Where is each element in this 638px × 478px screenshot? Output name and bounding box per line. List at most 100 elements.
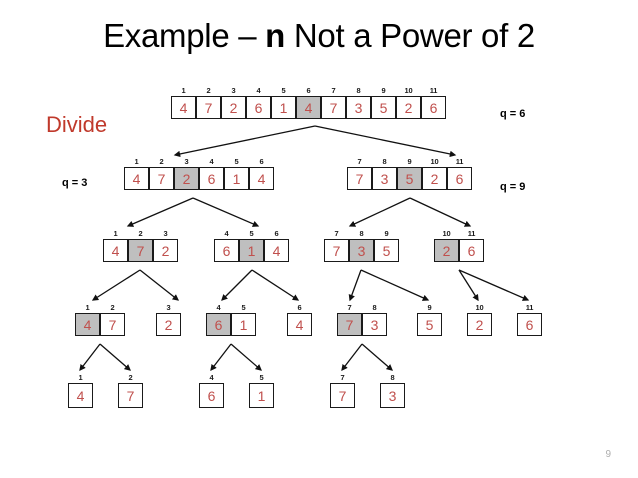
cell-index: 4 (209, 157, 214, 166)
cell-index: 8 (382, 157, 387, 166)
cell-value: 7 (324, 239, 349, 262)
q-right-label: q = 9 (500, 181, 526, 193)
cell-index: 8 (356, 86, 361, 95)
cell-index: 8 (390, 373, 395, 382)
cell-value: 2 (467, 313, 492, 336)
cell-value: 6 (199, 167, 224, 190)
cell-value: 7 (337, 313, 362, 336)
cell-value: 2 (174, 167, 199, 190)
cell-value: 2 (153, 239, 178, 262)
cell-value: 7 (128, 239, 153, 262)
split-1-3-arrow (139, 269, 180, 301)
cell-index: 6 (306, 86, 311, 95)
cell-index: 11 (455, 157, 464, 166)
slide-number: 9 (605, 449, 611, 460)
cell-index: 9 (407, 157, 412, 166)
cell-index: 3 (184, 157, 189, 166)
cell-value: 6 (421, 96, 446, 119)
split-4-5-arrow (210, 343, 232, 372)
cell-value: 1 (231, 313, 256, 336)
split-4-5-arrow (230, 343, 262, 371)
cell-value: 2 (422, 167, 447, 190)
cell-value: 7 (100, 313, 125, 336)
split-7-9-arrow (348, 269, 362, 302)
cell-index: 7 (334, 229, 339, 238)
cell-index: 5 (249, 229, 254, 238)
cell-index: 6 (259, 157, 264, 166)
cell-value: 2 (156, 313, 181, 336)
cell-index: 3 (163, 229, 168, 238)
cell-value: 7 (196, 96, 221, 119)
cell-index: 4 (209, 373, 214, 382)
cell-value: 5 (397, 167, 422, 190)
title-prefix: Example – (103, 17, 266, 54)
cell-value: 3 (346, 96, 371, 119)
cell-index: 6 (297, 303, 302, 312)
cell-value: 6 (214, 239, 239, 262)
cell-value: 4 (103, 239, 128, 262)
cell-index: 7 (347, 303, 352, 312)
cell-index: 8 (359, 229, 364, 238)
cell-value: 5 (417, 313, 442, 336)
cell-index: 1 (134, 157, 139, 166)
cell-value: 3 (372, 167, 397, 190)
cell-index: 1 (78, 373, 83, 382)
cell-value: 1 (239, 239, 264, 262)
split-1-2-arrow (99, 343, 131, 371)
cell-index: 5 (259, 373, 264, 382)
cell-value: 7 (118, 383, 143, 408)
cell-index: 2 (206, 86, 211, 95)
cell-value: 4 (124, 167, 149, 190)
cell-value: 7 (149, 167, 174, 190)
split-7-11-arrow (348, 197, 411, 227)
cell-value: 6 (517, 313, 542, 336)
page-title: Example – n Not a Power of 2 (0, 16, 638, 56)
cell-index: 10 (430, 157, 439, 166)
split-1-6-arrow (192, 197, 260, 227)
cell-index: 11 (525, 303, 534, 312)
cell-index: 9 (384, 229, 389, 238)
cell-value: 6 (447, 167, 472, 190)
